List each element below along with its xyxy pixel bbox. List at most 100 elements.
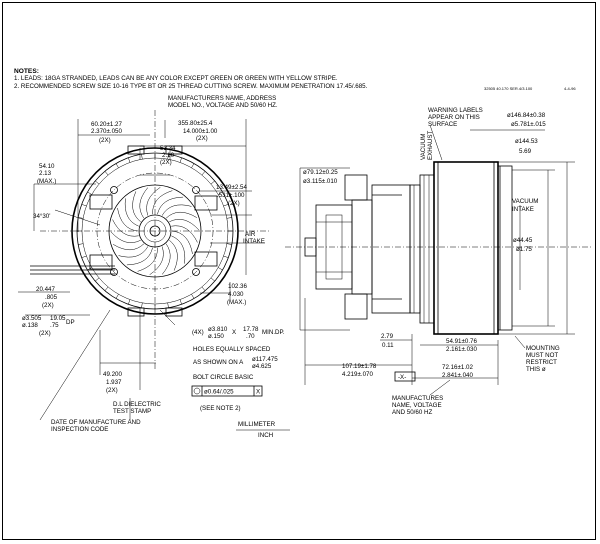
mounting-3: RESTRICT <box>526 359 557 366</box>
holes-4x: (4X) <box>192 329 204 336</box>
vacuum-exhaust-1: VACUUM <box>420 134 427 160</box>
warning-2: APPEAR ON THIS <box>428 114 480 121</box>
dim-54-max: (MAX.) <box>37 178 56 185</box>
bolt-hole <box>192 186 200 194</box>
date-label-2: INSPECTION CODE <box>51 426 108 433</box>
impeller-vane <box>161 204 192 216</box>
mounting-2: MUST NOT <box>526 352 558 359</box>
housing-rib <box>210 277 215 282</box>
dim-3505-dp: DP <box>66 319 75 326</box>
bolt-circle-in: ø4.625 <box>252 363 272 370</box>
dim-53-qty: (2X) <box>160 159 172 166</box>
dim-60-qty: (2X) <box>99 137 111 144</box>
housing-rib <box>95 277 100 282</box>
dielectric-2: TEST STAMP <box>113 408 151 415</box>
header-small-2: 4-4-96 <box>564 86 576 91</box>
dim-79-mm: ø79.12±0.25 <box>303 169 338 176</box>
housing-rib <box>210 180 215 185</box>
dim-102-in: 4.030 <box>228 291 244 298</box>
dim-20-in: .805 <box>45 294 58 301</box>
dim-44-mm: ø44.45 <box>513 237 533 244</box>
housing-rib <box>167 154 169 160</box>
housing-rib <box>95 180 100 185</box>
notes-title: NOTES: <box>14 68 39 75</box>
fcf-datum: X <box>256 389 260 396</box>
dim-355-mm: 355.80±25.4 <box>178 120 213 127</box>
header-small-1: 32505 40.170 SER.4/3.100 <box>484 86 533 91</box>
housing-rib <box>128 299 131 305</box>
bolt-hole <box>192 268 200 276</box>
impeller-vane <box>165 211 198 219</box>
impeller <box>108 184 202 278</box>
dim-79-in: ø3.115±.010 <box>303 178 338 185</box>
mfr-label-1: MANUFACTURERS NAME, ADDRESS <box>168 95 276 102</box>
mounting-1: MOUNTING <box>526 345 560 352</box>
dim-13-mm: 13.49±2.54 <box>216 184 247 191</box>
mounting-4: THIS ø <box>526 366 546 373</box>
dim-279-in: 0.11 <box>382 342 394 349</box>
dim-146-mm: ø146.84±0.38 <box>507 112 546 119</box>
housing-rib <box>179 299 182 305</box>
housing-rib <box>81 204 87 207</box>
mfr-side-3: AND 50/60 HZ <box>392 409 432 416</box>
dim-3505-dia: ø3.505 <box>22 315 42 322</box>
angle-label: 34°30' <box>33 213 50 220</box>
dim-49-qty: (2X) <box>106 387 118 394</box>
impeller-vane <box>152 190 173 215</box>
dim-3505-depth: 19.05 <box>50 315 66 322</box>
warning-1: WARNING LABELS <box>428 107 483 114</box>
dim-54-mm: 54.10 <box>39 163 55 170</box>
dim-146-in: ø5.781±.015 <box>511 121 546 128</box>
holes-dia-mm: ø3.810 <box>208 326 228 333</box>
holes-spaced-2: AS SHOWN ON A <box>193 359 244 366</box>
dim-355-qty: (2X) <box>196 135 208 142</box>
impeller-vane <box>146 187 161 216</box>
impeller-vane <box>112 243 145 251</box>
housing-rib <box>191 163 195 168</box>
dim-279-mm: 2.79 <box>381 333 394 340</box>
housing-outer <box>71 147 239 315</box>
housing-rib <box>223 204 229 207</box>
dim-49-mm: 49.200 <box>103 371 122 378</box>
impeller-vane <box>171 235 186 264</box>
vacuum-intake-2: INTAKE <box>512 206 534 213</box>
fcf-tolerance: ø0.64/.025 <box>204 389 234 396</box>
mfr-label-2: MODEL NO., VOLTAGE AND 50/60 HZ. <box>168 102 278 109</box>
dim-355-in: 14.000±1.00 <box>183 128 218 135</box>
impeller-vane <box>139 187 148 219</box>
impeller-vane <box>112 219 139 237</box>
housing-rib <box>128 157 131 163</box>
housing-rib <box>201 286 206 291</box>
impeller-vane <box>117 207 139 232</box>
housing-rib <box>201 171 206 176</box>
note-1: 1. LEADS: 18GA STRANDED, LEADS CAN BE AN… <box>14 75 338 82</box>
holes-dia-in: ø.150 <box>208 333 224 340</box>
impeller-vane <box>149 246 164 275</box>
housing-rib <box>81 255 87 258</box>
housing-rib <box>226 217 232 219</box>
dim-72-in: 2.841±.040 <box>442 372 473 379</box>
dim-13-in: .531±.100 <box>217 192 245 199</box>
vacuum-intake-1: VACUUM <box>512 198 538 205</box>
warning-3: SURFACE <box>428 121 457 128</box>
impeller-vane <box>137 247 158 272</box>
housing-rib <box>87 191 92 195</box>
impeller-vane <box>171 230 193 255</box>
bolt-hole <box>110 186 118 194</box>
impeller-vane <box>157 196 184 215</box>
housing-rib <box>191 294 195 299</box>
housing-rib <box>104 171 109 176</box>
air-intake-1: AIR <box>245 231 256 238</box>
housing-rib <box>226 243 232 245</box>
dim-49-in: 1.937 <box>106 379 122 386</box>
holes-x: X <box>232 329 236 336</box>
dielectric-1: D.L DIELECTRIC <box>113 401 161 408</box>
datum-x: -X- <box>398 374 406 381</box>
impeller-vane <box>169 219 200 231</box>
motor-can <box>433 161 499 335</box>
housing-rib <box>115 294 119 299</box>
bolt-circle-mm: ø117.475 <box>252 356 278 363</box>
bolt-hole <box>110 268 118 276</box>
bolt-circle-basic: BOLT CIRCLE BASIC <box>193 374 254 381</box>
housing-rib <box>78 217 84 219</box>
